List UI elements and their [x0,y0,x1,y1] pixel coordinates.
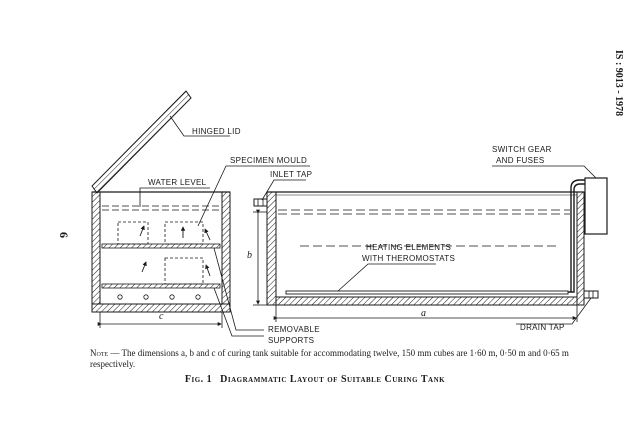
water-level-lines [102,205,220,211]
label-hinged-lid: HINGED LID [192,127,241,136]
heating-element-sections [117,294,201,300]
lower-shelf [101,283,221,289]
drain-tap [583,290,599,299]
figure-caption: Fig. 1 Diagrammatic Layout of Suitable Cu… [0,374,638,385]
dimension-c [97,312,223,328]
switch-gear-box [584,177,608,235]
heating-element [285,179,585,295]
hinged-lid [91,90,192,194]
diagram-labels: HINGED LID SPECIMEN MOULD WATER LEVEL IN… [148,127,565,345]
figure-title: Diagrammatic Layout of Suitable Curing T… [220,374,446,385]
tank-cross-section [91,90,231,328]
end-wall-left [266,191,277,306]
standard-code: IS : 9013 - 1978 [613,50,624,116]
tank-side-elevation [253,177,608,322]
label-heating-line1: HEATING ELEMENTS [366,243,451,252]
note-heading: Note [90,348,109,358]
figure-note: Note — The dimensions a, b and c of curi… [90,348,610,370]
dim-label-a: a [421,308,426,319]
right-wall [221,191,231,305]
label-removable-line1: REMOVABLE [268,325,320,334]
left-wall [91,191,101,305]
end-wall-right [576,191,585,306]
dimension-a [273,305,578,322]
dimension-b [253,209,267,306]
dim-label-c: c [159,311,164,322]
label-specimen-mould: SPECIMEN MOULD [230,156,307,165]
upper-shelf [101,243,221,249]
label-heating-line2: WITH THEROMOSTATS [362,254,455,263]
side-water-level [278,209,570,247]
label-switch-gear-line2: AND FUSES [496,156,545,165]
label-switch-gear-line1: SWITCH GEAR [492,145,552,154]
dim-label-b: b [247,250,252,261]
circulation-arrows [139,225,211,277]
label-inlet-tap: INLET TAP [270,170,312,179]
note-text: — The dimensions a, b and c of curing ta… [90,348,569,369]
label-water-level: WATER LEVEL [148,178,207,187]
side-bottom [275,296,578,306]
figure-number: Fig. 1 [184,374,213,385]
page-number: 6 [57,232,71,238]
label-drain-tap: DRAIN TAP [520,323,565,332]
label-removable-line2: SUPPORTS [268,336,314,345]
specimen-moulds [117,221,204,285]
inlet-tap [253,198,268,207]
leader-lines [139,115,597,337]
